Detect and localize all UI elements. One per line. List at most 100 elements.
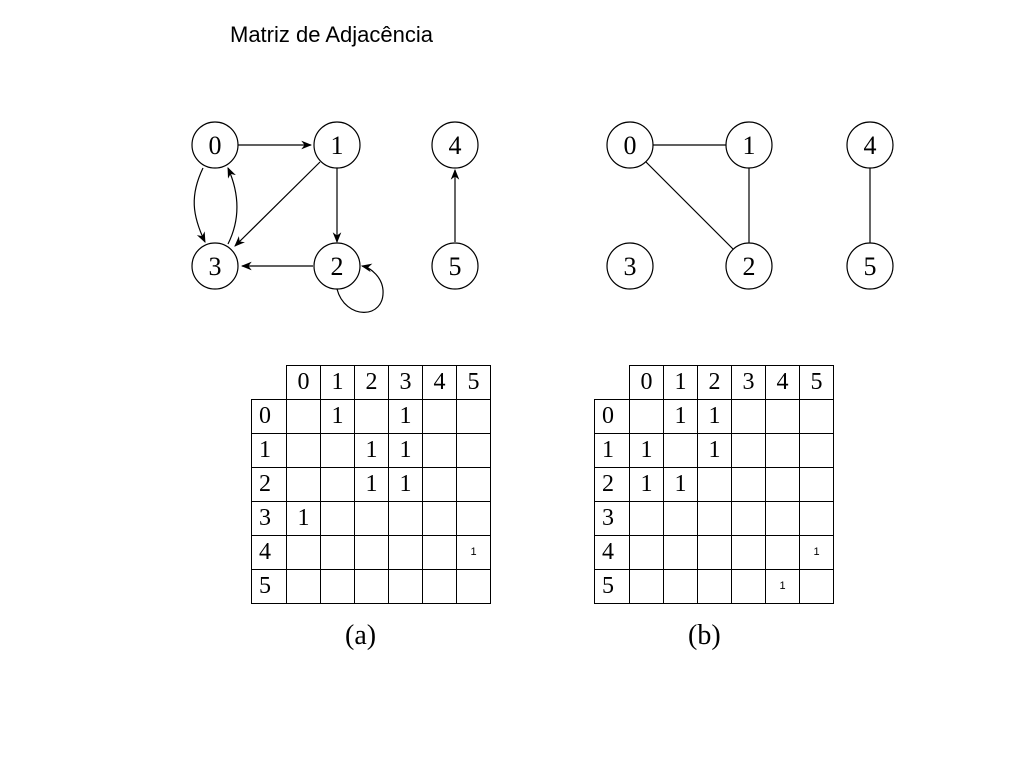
- row-header: 3: [594, 501, 630, 536]
- node-b-1: [725, 121, 773, 169]
- caption-a: (a): [345, 620, 377, 651]
- col-header: 3: [731, 365, 766, 400]
- matrix-cell: [663, 501, 698, 536]
- edge-a-1-3: [234, 161, 321, 247]
- matrix-cell: [456, 501, 491, 536]
- matrix-cell: 1: [697, 399, 732, 434]
- matrix-cell: 1: [456, 535, 491, 570]
- node-b-0: [606, 121, 654, 169]
- col-header: 1: [663, 365, 698, 400]
- row-header: 1: [251, 433, 287, 468]
- matrix-cell: [286, 399, 321, 434]
- node-b-4: [846, 121, 894, 169]
- node-a-3: [191, 242, 239, 290]
- matrix-cell: [629, 501, 664, 536]
- node-a-1-label: 1: [331, 131, 344, 160]
- matrix-cell: 1: [663, 399, 698, 434]
- col-header: 2: [697, 365, 732, 400]
- matrix-cell: 1: [629, 467, 664, 502]
- node-b-5-label: 5: [864, 252, 877, 281]
- matrix-cell: [799, 501, 834, 536]
- matrix-cell: [354, 501, 389, 536]
- row-header: 3: [251, 501, 287, 536]
- matrix-cell: [422, 433, 457, 468]
- node-a-2: [313, 242, 361, 290]
- matrix-cell: [388, 535, 423, 570]
- matrix-cell: [422, 501, 457, 536]
- matrix-cell: [697, 467, 732, 502]
- col-header: 3: [388, 365, 423, 400]
- matrix-cell: [629, 535, 664, 570]
- matrix-cell: [629, 399, 664, 434]
- row-header: 0: [251, 399, 287, 434]
- node-a-5: [431, 242, 479, 290]
- matrix-cell: [286, 535, 321, 570]
- matrix-cell: [799, 569, 834, 604]
- matrix-cell: 1: [663, 467, 698, 502]
- node-a-2-label: 2: [331, 252, 344, 281]
- row-header: 5: [251, 569, 287, 604]
- matrix-cell: [731, 467, 766, 502]
- matrix-cell: [697, 569, 732, 604]
- matrix-cell: [456, 433, 491, 468]
- matrix-row: 1 1 1: [251, 433, 491, 468]
- matrix-cell: [422, 569, 457, 604]
- matrix-cell: 1: [320, 399, 355, 434]
- matrix-cell: [731, 501, 766, 536]
- matrix-corner: [595, 366, 630, 400]
- col-header: 4: [765, 365, 800, 400]
- node-a-3-label: 3: [209, 252, 222, 281]
- adjacency-matrix-b: 0 1 2 3 4 5 0 1 1 1 1 1 2 1 1 3: [594, 365, 834, 604]
- node-b-2-label: 2: [743, 252, 756, 281]
- matrix-cell: [422, 399, 457, 434]
- matrix-cell: [422, 467, 457, 502]
- matrix-cell: 1: [388, 467, 423, 502]
- matrix-row: 4 1: [594, 535, 834, 570]
- col-header: 5: [799, 365, 834, 400]
- node-a-4-label: 4: [449, 131, 462, 160]
- matrix-row: 0 1 1: [594, 399, 834, 434]
- matrix-cell: [286, 433, 321, 468]
- matrix-cell: [388, 501, 423, 536]
- matrix-cell: [765, 535, 800, 570]
- matrix-cell: [354, 535, 389, 570]
- matrix-header-row: 0 1 2 3 4 5: [595, 365, 834, 400]
- row-header: 5: [594, 569, 630, 604]
- matrix-cell: [286, 569, 321, 604]
- matrix-cell: [663, 433, 698, 468]
- edge-b-0-2: [645, 161, 734, 250]
- matrix-corner: [252, 366, 287, 400]
- matrix-cell: 1: [388, 433, 423, 468]
- matrix-cell: 1: [799, 535, 834, 570]
- matrix-cell: [765, 501, 800, 536]
- node-b-4-label: 4: [864, 131, 877, 160]
- row-header: 2: [594, 467, 630, 502]
- matrix-cell: [731, 535, 766, 570]
- matrix-row: 0 1 1: [251, 399, 491, 434]
- row-header: 4: [251, 535, 287, 570]
- matrix-cell: [697, 535, 732, 570]
- matrix-cell: [456, 569, 491, 604]
- graph-a: [193, 140, 460, 313]
- matrix-cell: [799, 399, 834, 434]
- graph-a-nodes: 0 1 2 3 4 5: [191, 121, 479, 290]
- edge-a-3-0: [227, 167, 238, 245]
- matrix-cell: [354, 399, 389, 434]
- matrix-row: 3 1: [251, 501, 491, 536]
- node-b-2: [725, 242, 773, 290]
- matrix-cell: 1: [354, 467, 389, 502]
- edge-a-0-3: [193, 167, 206, 243]
- matrix-cell: [663, 569, 698, 604]
- adjacency-matrix-a: 0 1 2 3 4 5 0 1 1 1 1 1 2 1 1 3 1: [251, 365, 491, 604]
- matrix-cell: [629, 569, 664, 604]
- node-a-5-label: 5: [449, 252, 462, 281]
- matrix-row: 5 1: [594, 569, 834, 604]
- matrix-cell: [388, 569, 423, 604]
- matrix-cell: [765, 433, 800, 468]
- edge-a-2-2: [336, 263, 384, 313]
- matrix-cell: 1: [354, 433, 389, 468]
- graph-b: [645, 144, 871, 250]
- matrix-cell: [320, 535, 355, 570]
- caption-b: (b): [688, 620, 721, 651]
- node-a-1: [313, 121, 361, 169]
